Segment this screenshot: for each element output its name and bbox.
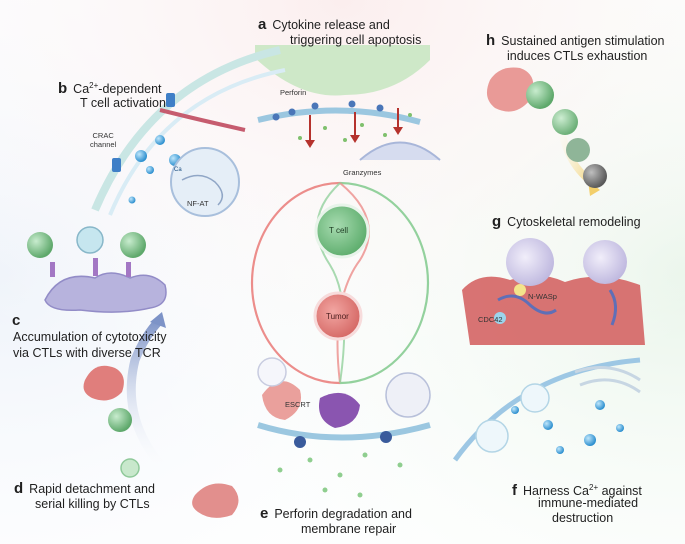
panel-e-label: e Perforin degradation and — [260, 506, 412, 522]
label-escrt: ESCRT — [285, 400, 311, 409]
panel-b-line2: T cell activation — [80, 96, 166, 110]
panel-d-tumor-bottom — [192, 483, 239, 518]
panel-d-tumor-top — [83, 365, 124, 401]
center-green-arc — [339, 181, 430, 385]
panel-f-label: f Harness Ca2+ against — [512, 480, 642, 499]
panel-d-line2: serial killing by CTLs — [35, 497, 150, 511]
panel-b-illustration — [91, 46, 286, 217]
label-nwasp: N-WASp — [528, 292, 557, 301]
label-crac-line1: CRAC — [92, 131, 114, 140]
panel-a-line1: Cytokine release and — [272, 18, 390, 32]
panel-c-ctl-3 — [120, 232, 146, 258]
center-red-arc — [250, 181, 341, 385]
panel-c-line2: via CTLs with diverse TCR — [13, 346, 161, 360]
panel-h-line1: Sustained antigen stimulation — [501, 34, 665, 48]
panel-f-line1-pre: Harness Ca — [523, 484, 589, 499]
panel-f-illustration — [452, 357, 641, 462]
panel-g-ctl-2 — [583, 240, 627, 284]
panel-f-line2: immune-mediated — [538, 496, 639, 510]
panel-d-ctl-top — [108, 408, 132, 432]
label-nfat: NF-AT — [187, 199, 209, 208]
crac-channel-shape — [112, 158, 121, 172]
cdc42-protein — [494, 312, 506, 324]
panel-a-illustration — [255, 45, 441, 161]
panel-e-line1: Perforin degradation and — [274, 507, 412, 521]
panel-e-membrane — [257, 422, 431, 441]
panel-b-channel-top — [166, 93, 175, 107]
panel-h-line2: induces CTLs exhaustion — [507, 49, 648, 63]
panel-c-line1: Accumulation of cytotoxicity — [13, 330, 167, 344]
panel-e-tumor-fragment — [262, 381, 301, 420]
t-cell-circle — [314, 203, 370, 259]
panel-h-ctl-exhausted — [583, 164, 607, 188]
panel-d-label: d Rapid detachment and — [14, 481, 155, 497]
panel-a-line2: triggering cell apoptosis — [290, 33, 422, 47]
panel-c-label: c — [12, 313, 26, 329]
panel-e-vesicle — [385, 372, 431, 418]
panel-d-arrow — [126, 316, 169, 474]
panel-b-membrane-inner — [108, 68, 286, 216]
tumor-label: Tumor — [326, 312, 349, 321]
panel-c-apc — [44, 272, 167, 313]
panel-h-illustration — [486, 67, 607, 196]
label-perforin: Perforin — [280, 88, 307, 97]
panel-e-illustration — [257, 357, 431, 498]
label-crac-line2: channel — [90, 140, 117, 149]
panel-d-illustration — [83, 312, 239, 518]
panel-h-label: h Sustained antigen stimulation — [486, 33, 664, 49]
panel-g-illustration — [462, 238, 645, 345]
center-s-curve-green — [316, 182, 346, 384]
panel-f-line3: destruction — [552, 511, 614, 525]
panel-h-ctl-mid — [566, 138, 590, 162]
panel-f-line1-post: against — [598, 484, 642, 499]
panel-d-letter: d — [14, 480, 24, 497]
label-granzymes: Granzymes — [343, 168, 382, 177]
panel-a-letter: a — [258, 16, 267, 33]
panel-d-line1: Rapid detachment and — [29, 482, 155, 496]
panel-c-illustration — [27, 226, 167, 313]
panel-a-target-cell — [359, 141, 441, 161]
panel-d-ctl-bottom — [120, 458, 140, 478]
panel-b-letter: b — [58, 80, 68, 98]
escrt-complex — [319, 392, 360, 428]
tumor-circle — [313, 291, 363, 341]
label-crac: CRAC channel — [90, 131, 116, 149]
label-ca: Ca — [174, 167, 182, 173]
panel-b-line1-sup: 2+ — [89, 81, 99, 90]
panel-c-ctl-1 — [27, 232, 53, 258]
panel-a-label: a Cytokine release and — [258, 17, 390, 33]
center-yin-yang — [250, 181, 430, 385]
panel-b-line1-pre: Ca — [73, 82, 90, 97]
t-cell-label: T cell — [329, 226, 348, 235]
label-cdc42: CDC42 — [478, 315, 503, 324]
panel-f-line1-sup: 2+ — [589, 483, 599, 492]
panel-b-line1-post: -dependent — [98, 82, 162, 97]
panel-g-letter: g — [492, 213, 502, 230]
panel-h-letter: h — [486, 32, 496, 49]
panel-b-label: b Ca2+-dependent — [58, 78, 162, 97]
panel-g-ctl-1 — [506, 238, 554, 286]
panel-g-line1: Cytoskeletal remodeling — [507, 215, 641, 229]
panel-b-actin — [159, 108, 246, 132]
panel-c-letter: c — [12, 312, 21, 329]
panel-h-tumor — [486, 67, 534, 112]
panel-c-ctl-2 — [76, 226, 104, 254]
panel-f-letter: f — [512, 482, 517, 500]
panel-a-cell-top — [255, 45, 430, 96]
panel-g-label: g Cytoskeletal remodeling — [492, 214, 641, 230]
panel-e-letter: e — [260, 505, 269, 522]
panel-e-line2: membrane repair — [301, 522, 397, 536]
